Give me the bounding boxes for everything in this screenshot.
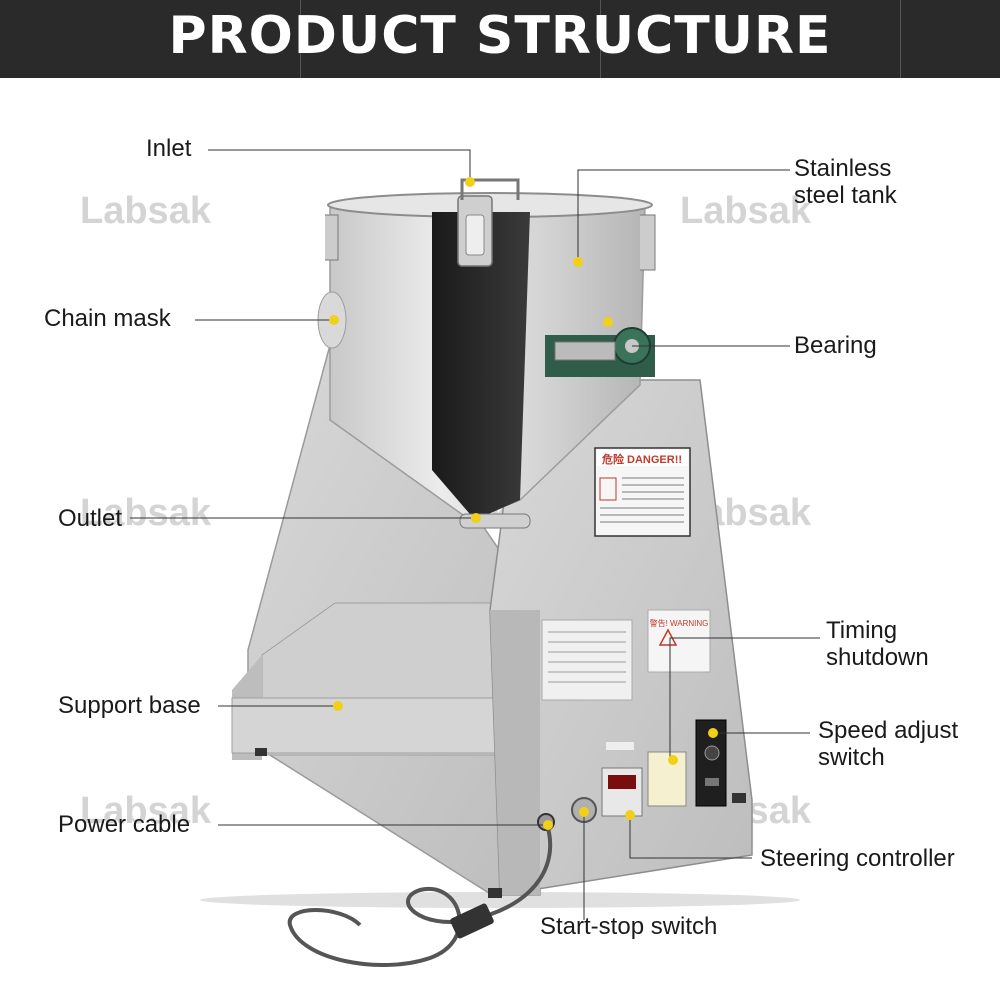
callout-timing-line1: Timing [826,617,898,644]
callout-bearing: Bearing [794,332,877,359]
marker-timing [668,755,678,765]
callout-speed-line1: Speed adjust [818,717,959,744]
marker-chain-mask [329,315,339,325]
marker-bearing [603,317,613,327]
leader-timing [669,637,820,760]
speed-knob [704,745,720,761]
bearing-shaft [554,341,616,361]
header-divider [600,0,601,78]
timing-relay [647,751,687,807]
callout-tank-line2: steel tank [794,182,897,209]
watermark: Labsak [80,492,211,534]
marker-start-stop [579,807,589,817]
tank-side-clamp [640,214,656,271]
callout-outlet: Outlet [58,505,123,532]
warning-plate-title: 警告! WARNING [650,618,709,628]
foot [488,888,502,898]
warning-plate [647,609,711,673]
tank-dark-band [432,212,530,520]
outlet-collar [459,513,531,529]
control-housing-side [490,610,540,895]
header-divider [300,0,301,78]
callout-timing-line2: shutdown [826,644,929,671]
marker-tank [573,257,583,267]
callout-start-stop: Start-stop switch [540,913,718,940]
callout-markers [329,177,718,830]
page-title: PRODUCT STRUCTURE [168,6,832,66]
instruction-plate-lines [548,631,626,683]
marker-speed [708,728,718,738]
danger-sign-header [597,450,688,466]
header-banner: PRODUCT STRUCTURE [0,0,1000,78]
speed-toggle [705,778,719,786]
support-base-plinth [231,697,503,754]
header-divider [900,0,901,78]
danger-sign-icon [599,477,617,501]
marker-inlet [465,177,475,187]
leader-inlet [208,149,471,182]
callout-power-cable: Power cable [58,811,191,838]
callout-speed-line2: switch [818,744,885,771]
inlet-latch-inner [465,214,485,256]
watermark: Labsak [680,190,811,232]
marker-power-cable [543,820,553,830]
power-cable [287,821,553,968]
floor-shadow [200,892,800,908]
tank-side-clamp [325,214,339,261]
timer-label [606,742,634,750]
watermark: Labsak [80,790,211,832]
danger-sign-title: 危险 DANGER!! [601,452,682,466]
callout-inlet: Inlet [146,135,192,162]
danger-sign-text-lines [600,477,684,523]
marker-steering [625,810,635,820]
speed-panel [695,719,727,807]
foot [255,748,267,756]
callout-steering: Steering controller [760,845,955,872]
callout-tank-line1: Stainless [794,155,892,182]
watermark: Labsak [80,190,211,232]
foot [732,793,746,803]
callout-support-base: Support base [58,692,201,719]
timer-readout [608,775,636,789]
marker-support-base [333,701,343,711]
marker-outlet [471,513,481,523]
leader-steering [629,815,752,859]
instruction-plate [541,619,633,701]
leader-lines [130,149,820,920]
inlet-handle [460,178,520,200]
callout-chain-mask: Chain mask [44,305,171,332]
power-plug [450,903,494,939]
leader-tank [577,169,790,262]
